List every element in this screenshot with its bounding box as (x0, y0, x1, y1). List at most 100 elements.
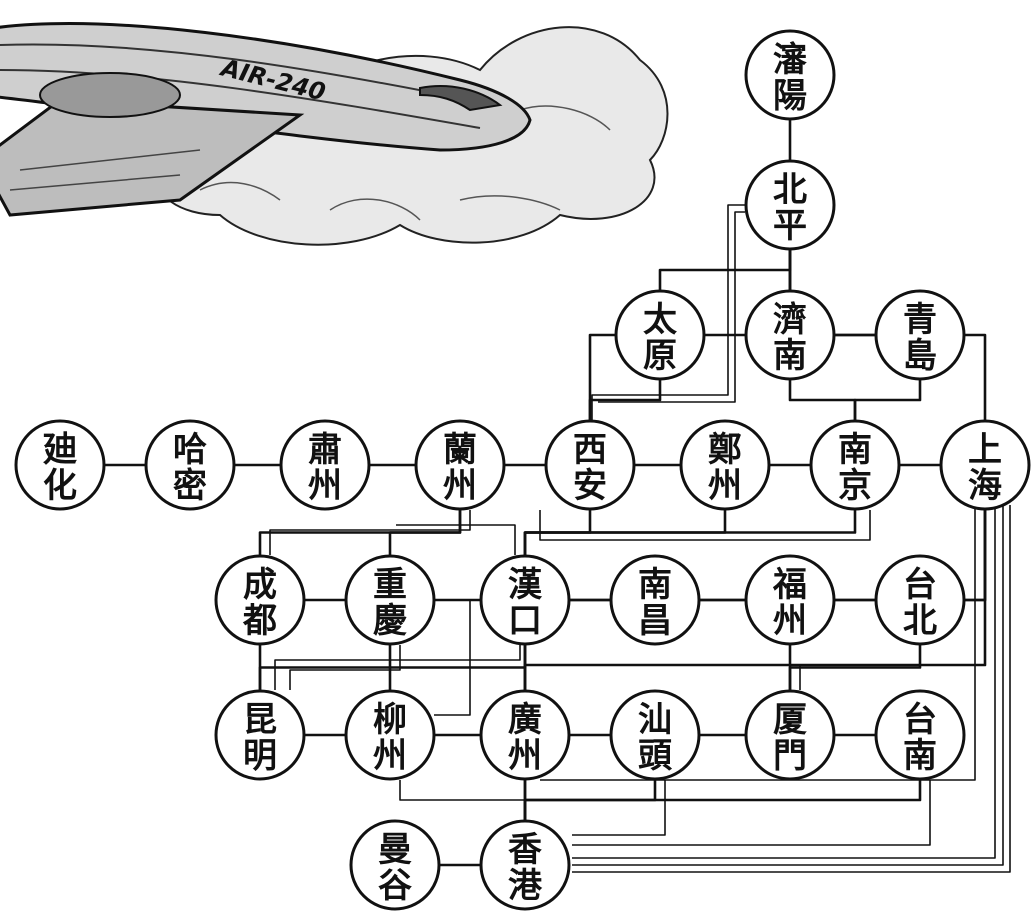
city-node-xian: 西安 (544, 419, 636, 511)
city-name-line1: 福 (772, 565, 807, 605)
city-node-liuzhou: 柳州 (344, 689, 436, 781)
city-name-line1: 廣 (508, 700, 542, 740)
city-circle (609, 689, 701, 781)
city-name-line2: 口 (508, 601, 542, 641)
city-name-line2: 京 (838, 466, 872, 506)
city-circle (414, 419, 506, 511)
trunk-line (572, 505, 1011, 873)
city-node-guangzhou: 廣州 (479, 689, 571, 781)
trunk-lines-layer (269, 204, 1011, 873)
city-name-line1: 鄭 (708, 430, 742, 470)
city-circle (344, 554, 436, 646)
city-circle (744, 29, 836, 121)
city-circle (609, 554, 701, 646)
city-name-line1: 瀋 (773, 40, 807, 80)
trunk-line (289, 645, 401, 690)
city-node-nanjing: 南京 (809, 419, 901, 511)
city-node-tainan: 台南 (874, 689, 966, 781)
city-circle (479, 689, 571, 781)
trunk-line (591, 204, 745, 420)
city-name-line2: 南 (773, 336, 807, 376)
city-circle (939, 419, 1031, 511)
city-name-line2: 島 (903, 336, 937, 376)
city-name-line1: 青 (903, 300, 937, 340)
city-circle (614, 289, 706, 381)
city-name-line1: 成 (243, 565, 277, 605)
city-node-fuzhou: 福州 (744, 554, 836, 646)
city-name-line2: 谷 (378, 866, 412, 906)
trunk-line (396, 524, 516, 555)
city-name-line1: 濟 (773, 300, 807, 340)
city-node-suzhou: 肅州 (279, 419, 371, 511)
city-node-taiyuan: 太原 (614, 289, 706, 381)
city-circle (874, 289, 966, 381)
trunk-line (572, 505, 996, 859)
city-node-dihua: 廸化 (14, 419, 106, 511)
city-name-line2: 密 (173, 466, 207, 506)
city-node-kunming: 昆明 (214, 689, 306, 781)
city-name-line1: 厦 (773, 700, 807, 740)
city-node-lanzhou: 蘭州 (414, 419, 506, 511)
trunk-line (572, 780, 666, 836)
city-name-line1: 哈 (173, 430, 207, 470)
city-circle (279, 419, 371, 511)
city-name-line2: 慶 (373, 601, 407, 641)
city-circle (874, 689, 966, 781)
city-name-line1: 太 (643, 300, 677, 340)
city-name-line2: 安 (573, 466, 607, 506)
city-name-line2: 州 (443, 466, 477, 506)
city-node-jinan: 濟南 (744, 289, 836, 381)
airplane-illustration: AIR-240 (0, 22, 669, 246)
city-name-line1: 汕 (638, 700, 672, 740)
city-node-nanchang: 南昌 (609, 554, 701, 646)
city-circle (349, 819, 441, 911)
city-node-zhengzhou: 鄭州 (679, 419, 771, 511)
city-circle (744, 689, 836, 781)
city-name-line1: 蘭 (443, 430, 477, 470)
city-node-beiping: 北平 (744, 159, 836, 251)
city-node-qingdao: 青島 (874, 289, 966, 381)
city-name-line1: 曼 (378, 830, 412, 870)
city-name-line2: 州 (508, 736, 542, 776)
trunk-line (434, 599, 490, 716)
city-circle (479, 554, 571, 646)
city-node-xiamen: 厦門 (744, 689, 836, 781)
city-node-chengdu: 成都 (214, 554, 306, 646)
city-circle (344, 689, 436, 781)
city-name-line1: 上 (968, 430, 1002, 470)
city-node-hankou: 漢口 (479, 554, 571, 646)
city-name-line2: 門 (773, 736, 807, 776)
trunk-line (598, 211, 745, 403)
trunk-line (274, 645, 521, 690)
city-node-taipei: 台北 (874, 554, 966, 646)
city-node-shenyang: 瀋陽 (744, 29, 836, 121)
city-name-line2: 州 (773, 601, 807, 641)
city-circle (544, 419, 636, 511)
trunk-line (539, 510, 871, 541)
city-name-line1: 昆 (243, 700, 277, 740)
city-name-line2: 化 (43, 466, 77, 506)
city-circle (744, 554, 836, 646)
city-name-line2: 州 (373, 736, 407, 776)
city-name-line1: 廸 (43, 430, 77, 470)
city-circle (744, 289, 836, 381)
city-name-line2: 陽 (773, 76, 807, 116)
city-name-line1: 香 (508, 830, 542, 870)
city-name-line1: 台 (903, 565, 937, 605)
city-name-line1: 南 (838, 430, 872, 470)
city-name-line1: 台 (903, 700, 937, 740)
city-name-line2: 港 (508, 866, 543, 906)
trunk-line (269, 510, 471, 555)
trunk-line (540, 505, 976, 781)
city-name-line2: 南 (903, 736, 937, 776)
city-node-chongqing: 重慶 (344, 554, 436, 646)
city-nodes-layer: 瀋陽北平太原濟南青島廸化哈密肅州蘭州西安鄭州南京上海成都重慶漢口南昌福州台北昆明… (14, 29, 1031, 911)
city-name-line2: 原 (643, 336, 677, 376)
city-circle (144, 419, 236, 511)
city-name-line2: 州 (708, 466, 742, 506)
city-name-line2: 平 (773, 206, 807, 246)
city-circle (479, 819, 571, 911)
city-node-hami: 哈密 (144, 419, 236, 511)
trunk-line (572, 505, 1004, 866)
city-name-line2: 頭 (638, 736, 673, 776)
